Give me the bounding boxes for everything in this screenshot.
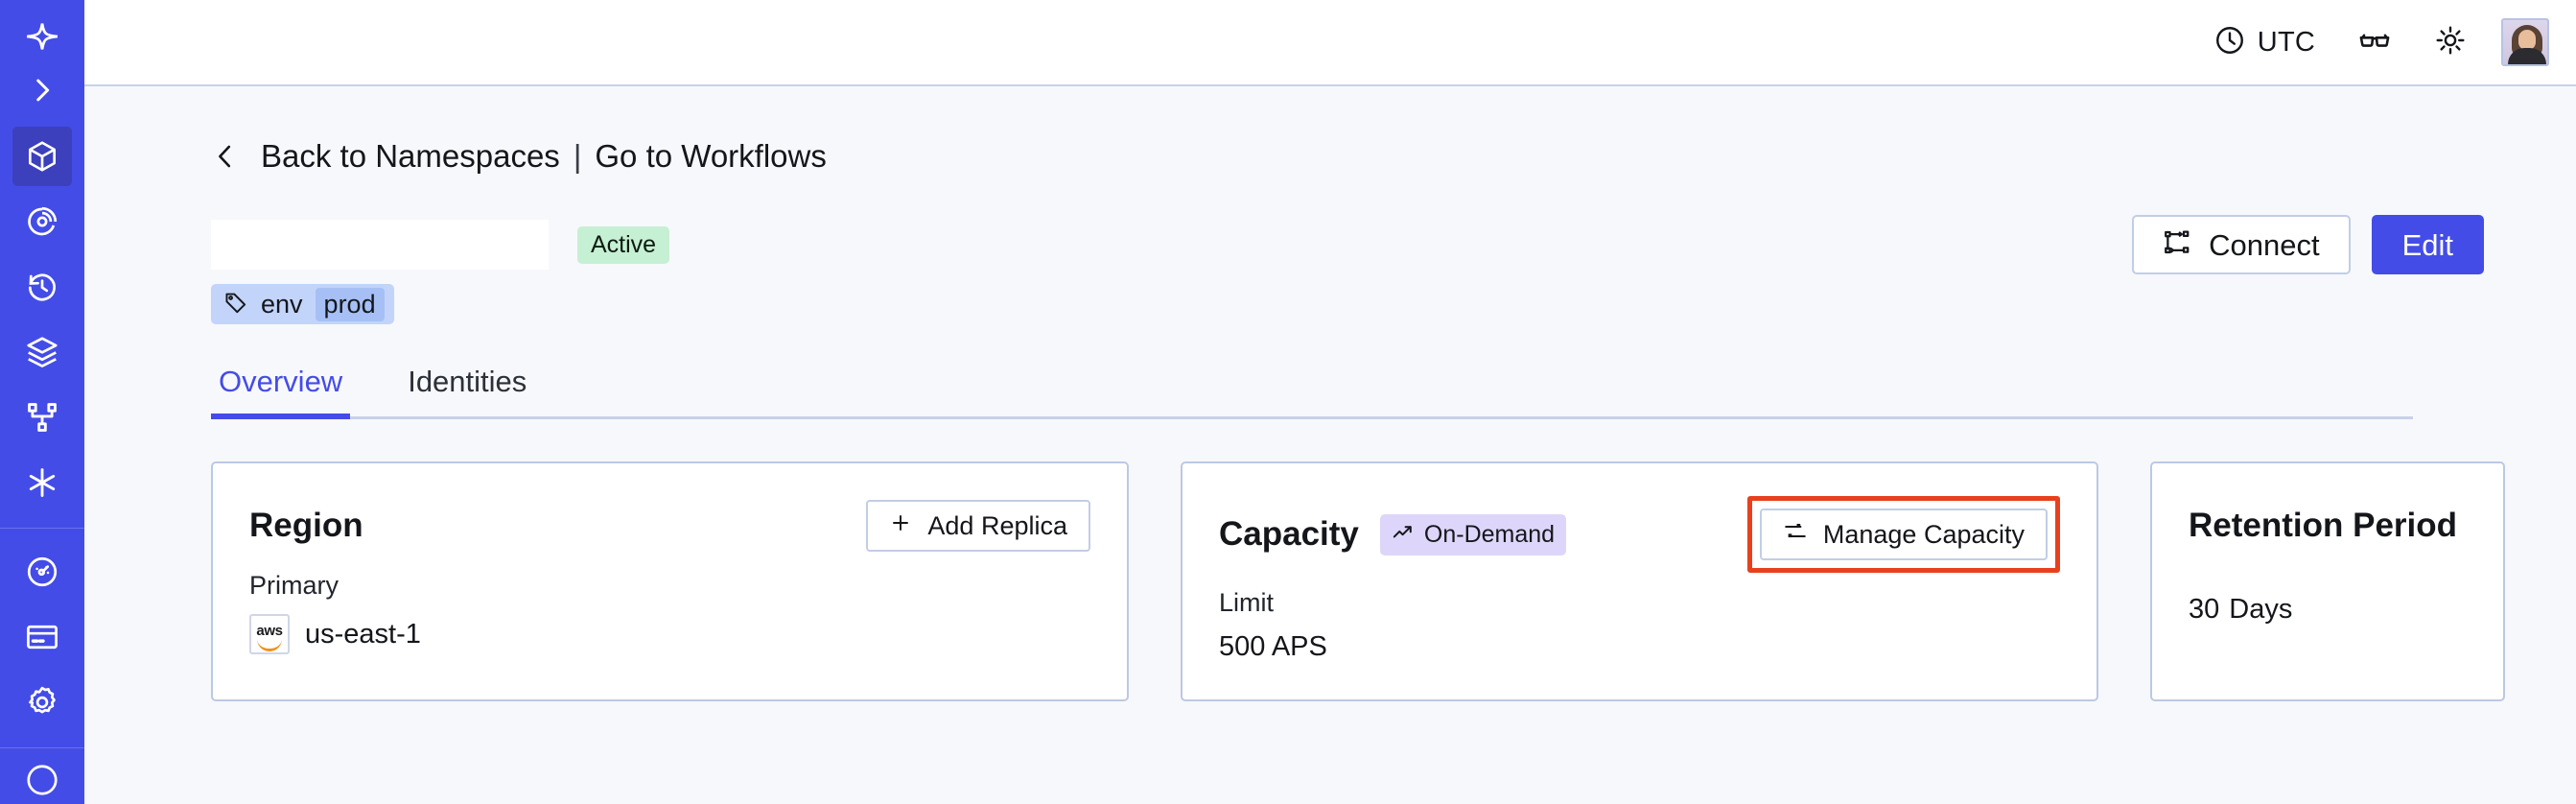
trending-up-icon [1392, 521, 1415, 549]
breadcrumb: Back to Namespaces | Go to Workflows [211, 138, 2484, 175]
sidebar-item-help[interactable] [12, 762, 72, 798]
card-retention-period: Retention Period 30 Days [2150, 461, 2505, 701]
avatar-face [2518, 30, 2536, 50]
card-region-sublabel: Primary [249, 571, 339, 600]
connect-flow-icon [2163, 228, 2191, 262]
breadcrumb-workflows-link[interactable]: Go to Workflows [595, 138, 827, 174]
left-sidebar [0, 0, 84, 804]
sun-icon [2434, 24, 2467, 61]
card-capacity-header: Capacity On-Demand [1219, 496, 2060, 573]
sidebar-item-schedules[interactable] [12, 257, 72, 317]
tag-env[interactable]: env prod [211, 284, 394, 324]
sidebar-divider-bottom [0, 746, 84, 749]
breadcrumb-back-link[interactable]: Back to Namespaces [261, 138, 560, 174]
reading-mode-button[interactable] [2336, 13, 2413, 71]
plus-icon [889, 511, 912, 541]
aws-logo-text: aws [256, 623, 283, 639]
sidebar-item-observability[interactable] [12, 192, 72, 251]
sliders-icon [1783, 519, 1808, 551]
card-retention-header: Retention Period [2189, 496, 2467, 556]
sidebar-main-group [12, 126, 72, 518]
card-capacity-sublabel: Limit [1219, 588, 1275, 617]
temporal-logo-icon[interactable] [12, 17, 72, 56]
card-region-value-row: aws us-east-1 [249, 614, 1090, 654]
breadcrumb-separator: | [573, 138, 582, 174]
sidebar-item-batch[interactable] [12, 322, 72, 382]
page-title [211, 220, 549, 270]
tab-bar: Overview Identities [211, 365, 2413, 419]
card-region-action: Add Replica [866, 500, 1090, 552]
top-bar: UTC [84, 0, 2576, 86]
sidebar-item-namespaces[interactable] [12, 126, 72, 186]
sidebar-item-usage[interactable] [12, 542, 72, 602]
avatar-body [2508, 48, 2546, 64]
aws-logo-icon: aws [249, 614, 290, 654]
sidebar-item-settings[interactable] [12, 673, 72, 732]
card-retention-number: 30 [2189, 594, 2220, 625]
card-capacity-title: Capacity [1219, 515, 1359, 553]
timezone-label: UTC [2257, 26, 2315, 58]
annotation-highlight-box: Manage Capacity [1746, 496, 2060, 573]
sidebar-bottom-group [12, 542, 72, 738]
tab-overview[interactable]: Overview [211, 365, 351, 419]
connect-button[interactable]: Connect [2132, 215, 2351, 274]
card-retention-value-row: 30 Days [2189, 594, 2467, 626]
avatar[interactable] [2501, 18, 2549, 66]
card-region-title: Region [249, 507, 363, 544]
capacity-mode-label: On-Demand [1423, 520, 1556, 548]
tag-value: prod [315, 287, 385, 321]
edit-button-label: Edit [2401, 227, 2453, 262]
card-capacity-value: 500 APS [1219, 631, 1327, 662]
sidebar-item-nexus[interactable] [12, 453, 72, 512]
add-replica-button[interactable]: Add Replica [866, 500, 1090, 552]
card-region-header: Region Add Replica [249, 496, 1090, 556]
glasses-icon [2357, 23, 2392, 62]
sidebar-item-workflows[interactable] [12, 388, 72, 447]
connect-button-label: Connect [2209, 227, 2320, 262]
namespace-tags: env prod [211, 284, 2484, 324]
namespace-actions: Connect Edit [2132, 215, 2484, 274]
chevron-left-icon[interactable] [211, 142, 240, 171]
sidebar-divider [0, 527, 84, 529]
manage-capacity-label: Manage Capacity [1822, 519, 2025, 549]
sidebar-expand-button[interactable] [12, 73, 72, 107]
clock-icon [2213, 24, 2246, 61]
card-retention-title: Retention Period [2189, 507, 2458, 544]
main-area: UTC [84, 0, 2576, 804]
card-region: Region Add Replica [211, 461, 1129, 701]
theme-toggle-button[interactable] [2413, 13, 2488, 71]
page-content: Back to Namespaces | Go to Workflows Act… [84, 86, 2576, 804]
card-region-value: us-east-1 [305, 618, 421, 650]
card-capacity-action: Manage Capacity [1746, 496, 2060, 573]
edit-button[interactable]: Edit [2371, 215, 2484, 274]
tag-key: env [261, 289, 303, 319]
sidebar-item-billing[interactable] [12, 607, 72, 667]
capacity-mode-badge: On-Demand [1379, 513, 1567, 556]
aws-swoosh [257, 639, 282, 651]
add-replica-label: Add Replica [927, 510, 1067, 540]
card-capacity: Capacity On-Demand [1181, 461, 2098, 701]
namespace-title-row: Active [211, 215, 2484, 274]
manage-capacity-button[interactable]: Manage Capacity [1759, 508, 2048, 560]
card-retention-unit: Days [2229, 594, 2293, 625]
tab-identities[interactable]: Identities [408, 365, 527, 398]
tag-icon [223, 290, 248, 319]
overview-cards: Region Add Replica [211, 461, 2576, 701]
timezone-selector[interactable]: UTC [2192, 13, 2336, 71]
status-badge: Active [577, 225, 670, 264]
